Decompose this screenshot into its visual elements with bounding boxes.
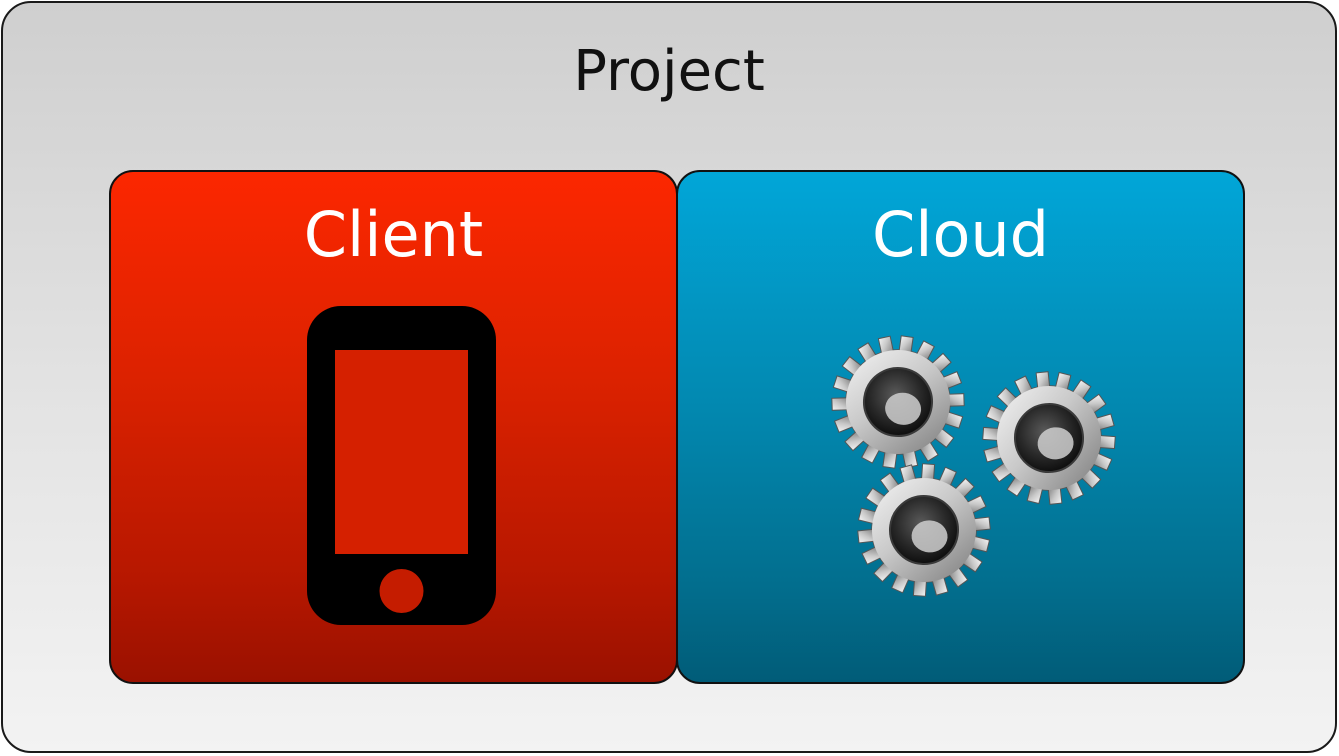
cloud-title: Cloud xyxy=(871,198,1050,271)
client-title: Client xyxy=(303,198,484,271)
cloud-panel: Cloud xyxy=(676,170,1245,684)
project-title: Project xyxy=(573,39,765,104)
smartphone-icon xyxy=(307,306,496,625)
gears-icon xyxy=(822,326,1123,602)
client-panel: Client xyxy=(109,170,678,684)
